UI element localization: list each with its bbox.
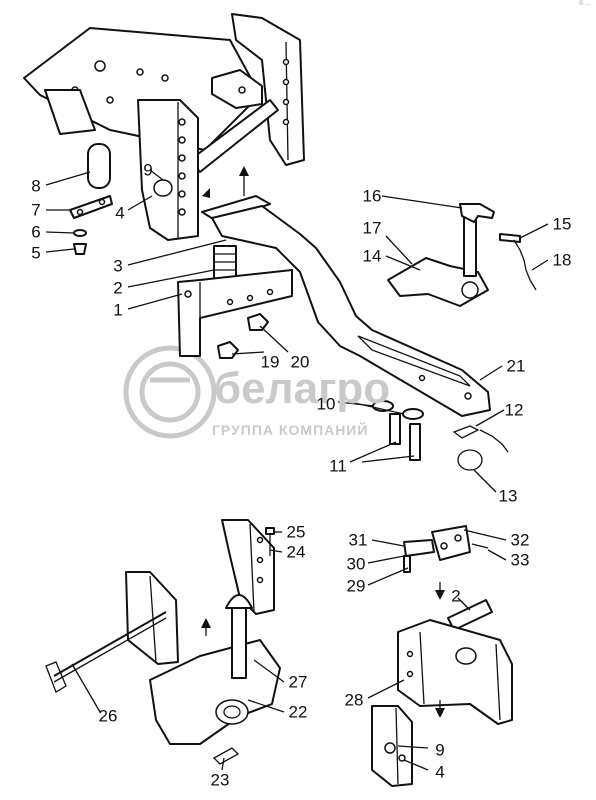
- left-small-parts: [69, 143, 113, 255]
- callout-22: 22: [288, 702, 308, 722]
- callout-24: 24: [286, 542, 306, 562]
- callout-28: 28: [344, 690, 364, 710]
- callout-25: 25: [286, 522, 306, 542]
- callout-11: 11: [329, 456, 347, 476]
- callout-10: 10: [316, 394, 336, 414]
- callout-13: 13: [498, 486, 518, 506]
- callout-7: 7: [31, 200, 41, 220]
- callout-20: 20: [290, 352, 310, 372]
- watermark-tagline: ГРУППА КОМПАНИЙ: [212, 422, 369, 438]
- corner-mark: © ...: [578, 1, 590, 7]
- hitch-pin-assembly: [387, 203, 537, 307]
- callout-31: 31: [348, 530, 368, 550]
- callout-2-top: 2: [113, 278, 123, 298]
- callout-32: 32: [510, 530, 530, 550]
- callout-1: 1: [113, 300, 123, 320]
- callout-27: 27: [288, 672, 308, 692]
- callout-16: 16: [362, 186, 382, 206]
- upper-assembly: [23, 13, 491, 417]
- callout-3: 3: [113, 256, 123, 276]
- callout-26: 26: [98, 706, 118, 726]
- bottom-left-assembly: [45, 519, 281, 765]
- callout-4-top: 4: [115, 203, 125, 223]
- callout-33: 33: [510, 550, 530, 570]
- callout-23: 23: [210, 770, 230, 790]
- callout-30: 30: [346, 554, 366, 574]
- callout-14: 14: [362, 246, 382, 266]
- watermark-logo: [123, 345, 217, 439]
- callout-6: 6: [31, 222, 41, 242]
- bottom-right-assembly: [371, 525, 513, 787]
- watermark-brand: белагро: [214, 364, 391, 413]
- callout-4-bottom: 4: [435, 762, 445, 782]
- callout-29: 29: [346, 576, 366, 596]
- callout-2-bottom: 2: [451, 586, 461, 606]
- callout-15: 15: [552, 214, 572, 234]
- callout-17: 17: [362, 218, 382, 238]
- callout-19: 19: [260, 352, 280, 372]
- callout-8: 8: [31, 176, 41, 196]
- callout-18: 18: [552, 250, 572, 270]
- callout-12: 12: [504, 400, 524, 420]
- leader-lines: [45, 169, 549, 771]
- callout-5: 5: [31, 243, 41, 263]
- callout-21: 21: [506, 356, 526, 376]
- callout-9-bottom: 9: [435, 740, 445, 760]
- callout-9-top: 9: [143, 160, 153, 180]
